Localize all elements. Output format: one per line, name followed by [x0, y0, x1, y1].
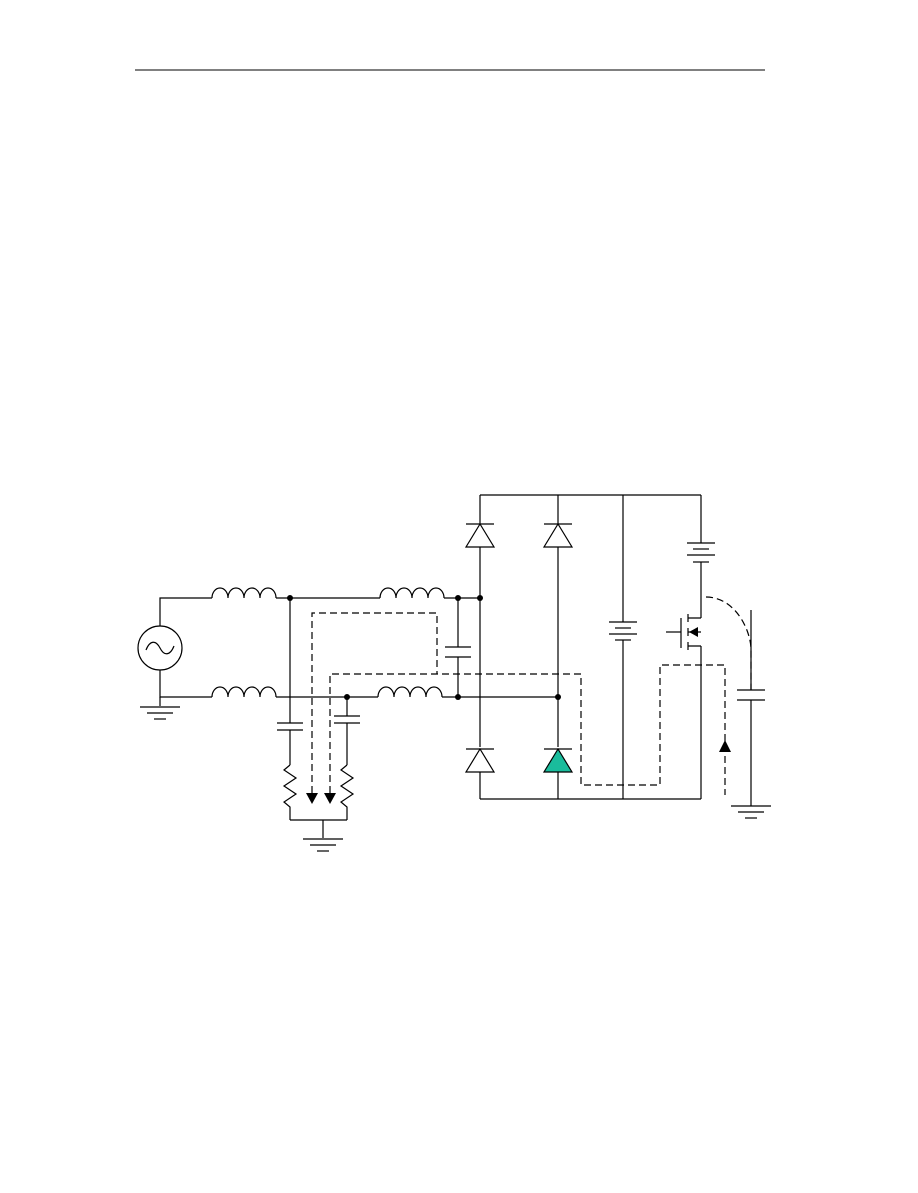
capacitor-icon [277, 722, 303, 731]
current-path-arrow-icon [306, 793, 318, 804]
diode-icon [542, 747, 574, 773]
diode-icon [464, 522, 496, 548]
capacitor-icon [445, 646, 471, 658]
ground-icon [303, 838, 343, 852]
ground-icon [140, 697, 180, 720]
resistor-icon [282, 764, 298, 820]
ac-source-icon [137, 625, 183, 671]
mosfet-icon [666, 614, 701, 650]
capacitor-icon [334, 715, 360, 724]
inductor-icon [211, 686, 277, 698]
resistor-icon [339, 764, 355, 820]
ground-icon [731, 795, 771, 819]
current-path-dashed [311, 612, 438, 793]
diode-icon [464, 747, 496, 773]
wire-resistor-join [290, 819, 347, 838]
current-path-dashed [329, 664, 726, 795]
current-path-dashed [705, 596, 752, 690]
capacitor-icon [737, 689, 765, 701]
wire-source-top [159, 597, 212, 626]
diode-icon [542, 522, 574, 548]
inductor-icon [211, 587, 277, 599]
current-path-arrow-icon [719, 740, 731, 752]
battery-icon [687, 542, 715, 563]
battery-icon [609, 621, 637, 641]
wire-source-bottom [159, 670, 212, 698]
inductor-icon [377, 686, 443, 698]
inductor-icon [379, 587, 445, 599]
current-path-arrow-icon [324, 793, 336, 804]
